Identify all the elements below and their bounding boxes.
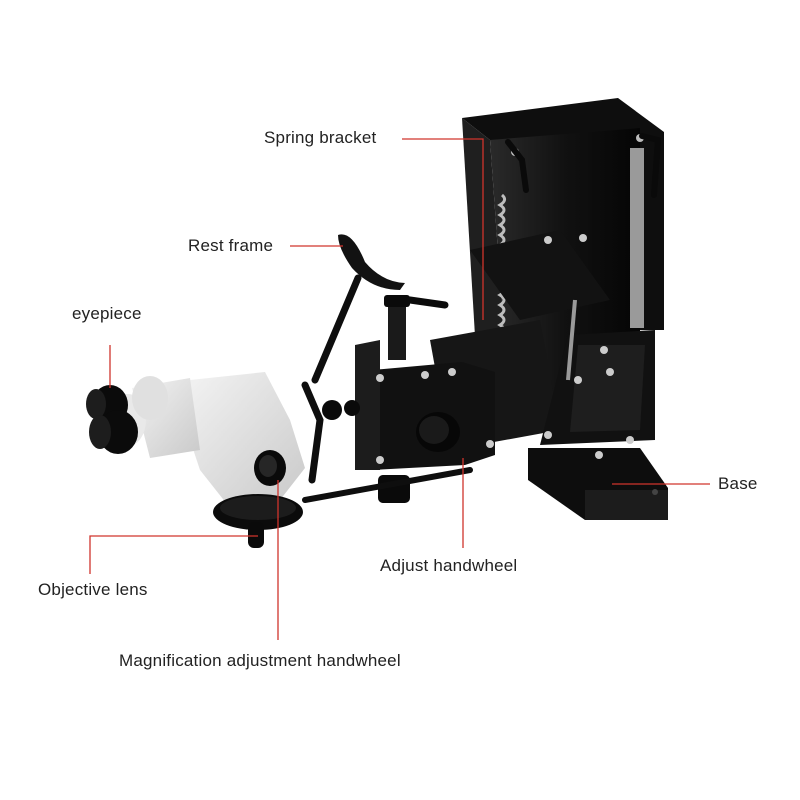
leader-objective-lens xyxy=(89,535,258,574)
base-part xyxy=(528,448,668,520)
swing-arm-part xyxy=(430,230,655,459)
label-eyepiece: eyepiece xyxy=(72,304,142,323)
rest-frame-part xyxy=(301,234,473,503)
front-bracket-part xyxy=(355,295,495,503)
label-magnification-handwheel: Magnification adjustment handwheel xyxy=(119,651,401,670)
label-objective-lens: Objective lens xyxy=(38,580,148,599)
eyepiece-tubes xyxy=(86,385,138,454)
label-rest-frame: Rest frame xyxy=(188,236,274,255)
label-adjust-handwheel: Adjust handwheel xyxy=(380,556,518,575)
label-base: Base xyxy=(718,474,758,493)
leader-lines xyxy=(89,138,710,640)
leader-spring-bracket xyxy=(402,138,484,320)
label-spring-bracket: Spring bracket xyxy=(264,128,377,147)
microscope-head-part xyxy=(86,372,305,548)
